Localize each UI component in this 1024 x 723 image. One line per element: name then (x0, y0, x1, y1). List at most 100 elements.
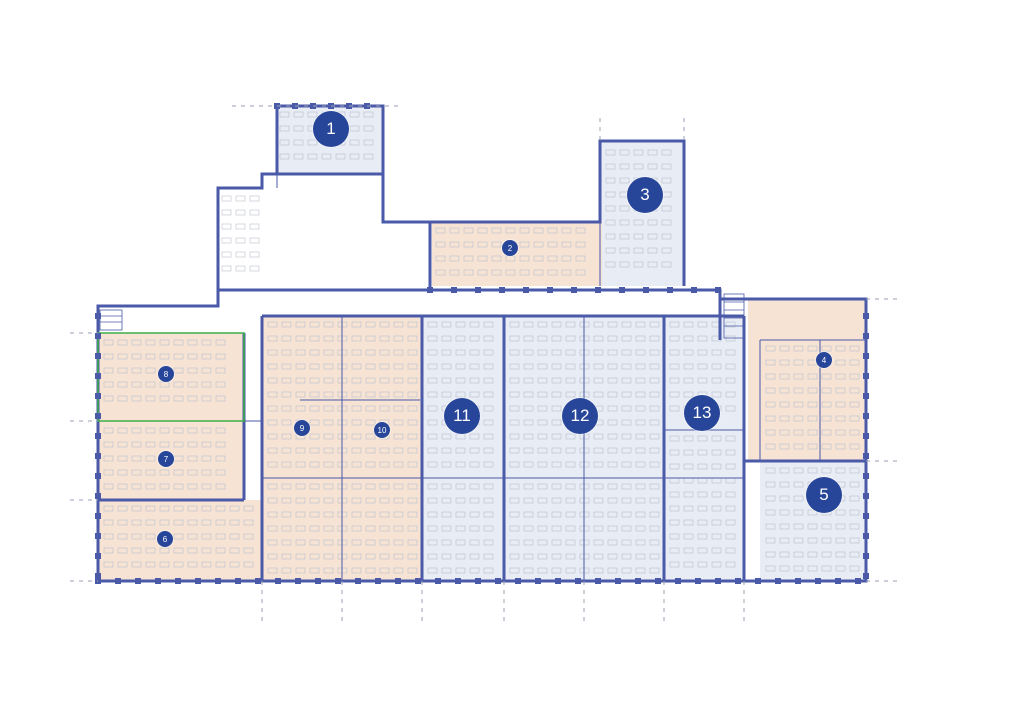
desk (173, 519, 184, 526)
desk (765, 565, 776, 572)
desk (435, 241, 446, 248)
desk (145, 395, 156, 402)
desk (309, 335, 320, 342)
desk (765, 551, 776, 558)
column (667, 287, 673, 293)
desk (523, 553, 534, 560)
desk (393, 511, 404, 518)
desk (619, 177, 630, 184)
desk (835, 509, 846, 516)
desk (537, 447, 548, 454)
desk (351, 433, 362, 440)
desk (221, 223, 232, 230)
desk (309, 525, 320, 532)
desk (145, 483, 156, 490)
unit-3-marker[interactable]: 3 (627, 177, 663, 213)
desk (849, 495, 860, 502)
unit-3-zone[interactable] (600, 141, 684, 286)
desk (281, 405, 292, 412)
desk (117, 533, 128, 540)
desk (669, 335, 680, 342)
desk (281, 539, 292, 546)
desk (267, 483, 278, 490)
unit-5-zone[interactable] (760, 461, 866, 581)
unit-4-marker[interactable]: 4 (816, 352, 832, 368)
desk (309, 553, 320, 560)
desk (519, 255, 530, 262)
unit-13-zone[interactable] (664, 316, 744, 581)
unit-10-marker[interactable]: 10 (374, 422, 390, 438)
desk (565, 511, 576, 518)
desk (393, 391, 404, 398)
column (95, 373, 101, 379)
desk (131, 353, 142, 360)
unit-13-marker[interactable]: 13 (684, 395, 720, 431)
desk (187, 455, 198, 462)
unit-1-marker[interactable]: 1 (313, 111, 349, 147)
unit-11-marker[interactable]: 11 (444, 398, 480, 434)
desk (351, 377, 362, 384)
unit-4-zone[interactable] (748, 299, 866, 461)
desk (463, 255, 474, 262)
desk (427, 461, 438, 468)
desk (533, 227, 544, 234)
desk (537, 349, 548, 356)
desk (469, 363, 480, 370)
unit-9-marker[interactable]: 9 (294, 420, 310, 436)
desk (807, 537, 818, 544)
desk (323, 497, 334, 504)
unit-8-marker[interactable]: 8 (158, 366, 174, 382)
column (475, 578, 481, 584)
desk (523, 405, 534, 412)
desk (551, 391, 562, 398)
desk (607, 335, 618, 342)
column (95, 453, 101, 459)
desk (469, 511, 480, 518)
desk (295, 335, 306, 342)
desk (365, 433, 376, 440)
desk (215, 505, 226, 512)
desk (635, 391, 646, 398)
desk (779, 387, 790, 394)
desk (145, 381, 156, 388)
desk (323, 539, 334, 546)
desk (201, 395, 212, 402)
desk (455, 363, 466, 370)
unit-11-zone[interactable] (422, 316, 504, 581)
desk (295, 377, 306, 384)
desk (607, 363, 618, 370)
unit-6-marker[interactable]: 6 (157, 531, 173, 547)
desk (711, 349, 722, 356)
unit-2-zone[interactable] (430, 222, 602, 286)
desk (103, 547, 114, 554)
desk (131, 561, 142, 568)
desk (835, 551, 846, 558)
unit-7-marker[interactable]: 7 (158, 451, 174, 467)
desk (619, 163, 630, 170)
desk (281, 497, 292, 504)
desk (683, 491, 694, 498)
desk (117, 367, 128, 374)
desk (463, 269, 474, 276)
unit-6-zone[interactable] (98, 500, 262, 581)
desk (649, 391, 660, 398)
desk (117, 505, 128, 512)
desk (267, 539, 278, 546)
unit-5-marker[interactable]: 5 (806, 477, 842, 513)
desk (523, 461, 534, 468)
desk (435, 227, 446, 234)
column (863, 573, 869, 579)
desk (551, 511, 562, 518)
desk (145, 505, 156, 512)
desk (835, 373, 846, 380)
desk (323, 335, 334, 342)
desk (215, 469, 226, 476)
unit-2-marker[interactable]: 2 (502, 240, 518, 256)
unit-12-marker[interactable]: 12 (562, 398, 598, 434)
desk (683, 505, 694, 512)
desk (279, 125, 290, 132)
desk (661, 177, 672, 184)
desk (647, 261, 658, 268)
desk (267, 405, 278, 412)
desk (187, 483, 198, 490)
